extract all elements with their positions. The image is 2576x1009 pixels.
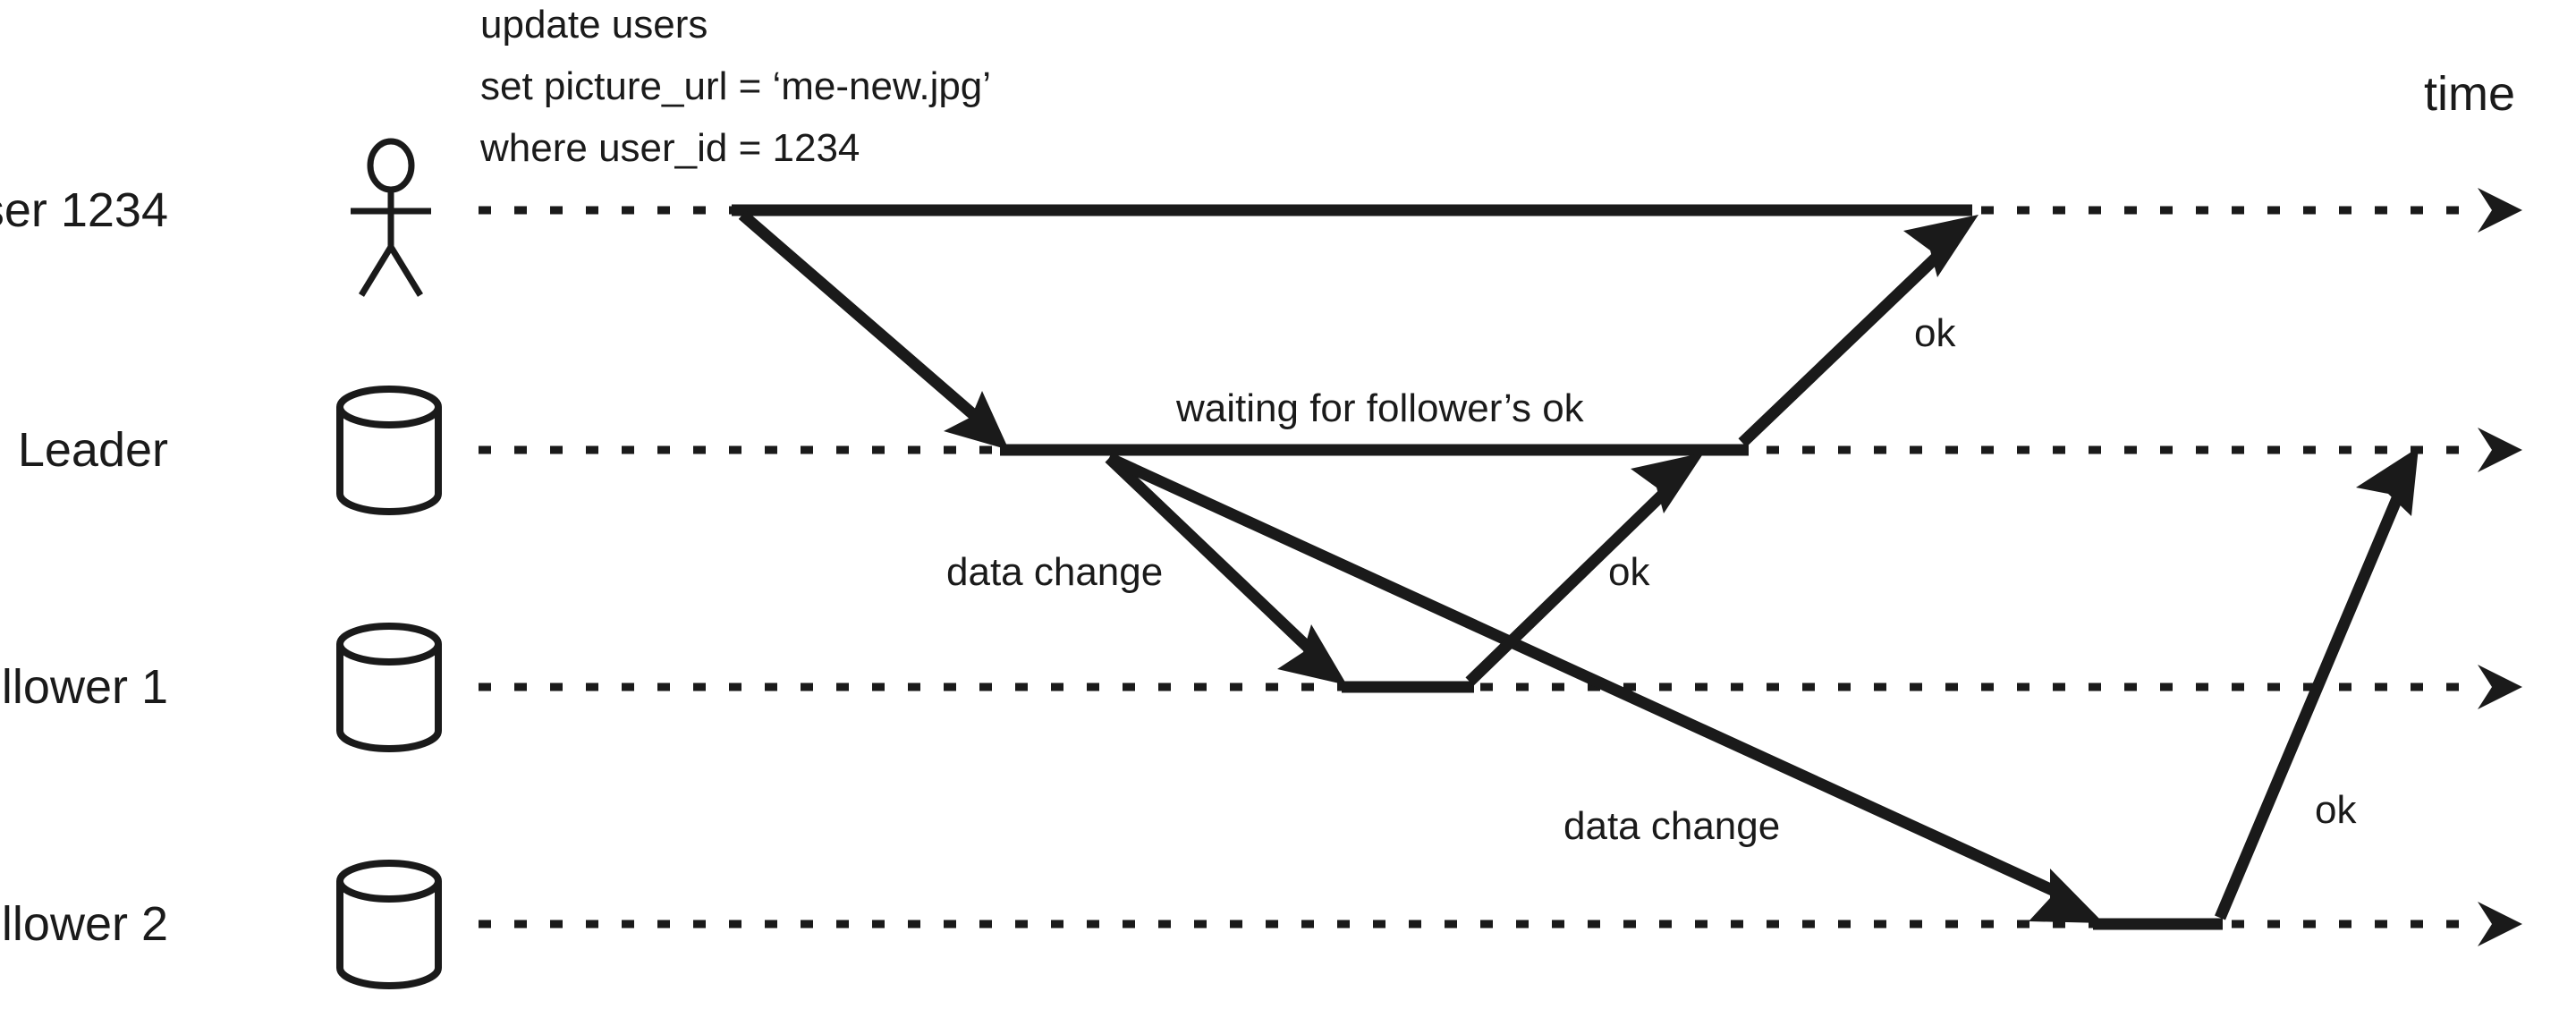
message-line-m6 xyxy=(2215,483,2408,920)
lifeline-follower2 xyxy=(479,902,2522,946)
database-cylinder-icon-follower2 xyxy=(336,860,442,989)
participant-label-user: User 1234 xyxy=(0,183,168,237)
time-axis-label: time xyxy=(2424,67,2515,121)
message-arrowhead-m6 xyxy=(2356,447,2419,516)
message-arrowhead-m2 xyxy=(1277,624,1347,685)
message-label-ok-follower2-to-leader: ok xyxy=(2315,788,2357,832)
message-label-ok-leader-to-user: ok xyxy=(1914,311,1956,355)
lifeline-arrowhead-follower1 xyxy=(2478,665,2522,709)
message-line-m4 xyxy=(1465,479,1679,686)
message-arrow-leader-to-follower2 xyxy=(1106,453,2104,923)
leader-waiting-note: waiting for follower’s ok xyxy=(1175,386,1585,430)
participant-label-follower1: Follower 1 xyxy=(0,660,168,714)
message-arrow-leader-to-follower1 xyxy=(1105,454,1347,685)
message-arrow-user-to-leader xyxy=(738,210,1009,450)
participant-label-follower2: Follower 2 xyxy=(0,897,168,951)
lifeline-arrowhead-user xyxy=(2478,188,2522,233)
sql-annotation-line-2: set picture_url = ‘me-new.jpg’ xyxy=(480,64,991,108)
message-label-data-change-follower1: data change xyxy=(946,550,1163,594)
message-arrowhead-m3 xyxy=(2029,869,2104,923)
message-line-m3 xyxy=(1106,453,2071,903)
message-line-m5 xyxy=(1738,242,1953,447)
message-line-m1 xyxy=(738,210,993,432)
message-arrow-follower2-to-leader xyxy=(2215,447,2419,920)
message-label-data-change-follower2: data change xyxy=(1563,804,1780,848)
sql-annotation-line-1: update users xyxy=(480,3,708,47)
message-arrowhead-m4 xyxy=(1631,453,1704,513)
participant-label-leader: Leader xyxy=(18,423,168,477)
message-label-ok-follower1-to-leader: ok xyxy=(1608,550,1650,594)
database-cylinder-icon-follower1 xyxy=(336,623,442,752)
lifeline-arrowhead-follower2 xyxy=(2478,902,2522,946)
message-arrow-follower1-to-leader xyxy=(1465,453,1704,686)
message-arrowhead-m5 xyxy=(1903,215,1979,277)
lifeline-arrowhead-leader xyxy=(2478,428,2522,472)
database-cylinder-icon-leader xyxy=(336,386,442,515)
message-arrow-leader-to-user xyxy=(1738,215,1979,447)
actor-stick-figure-icon xyxy=(351,138,431,297)
lifeline-follower1 xyxy=(479,665,2522,709)
message-line-m2 xyxy=(1105,454,1321,660)
sql-annotation-line-3: where user_id = 1234 xyxy=(479,126,860,170)
message-arrowhead-m1 xyxy=(944,391,1009,450)
